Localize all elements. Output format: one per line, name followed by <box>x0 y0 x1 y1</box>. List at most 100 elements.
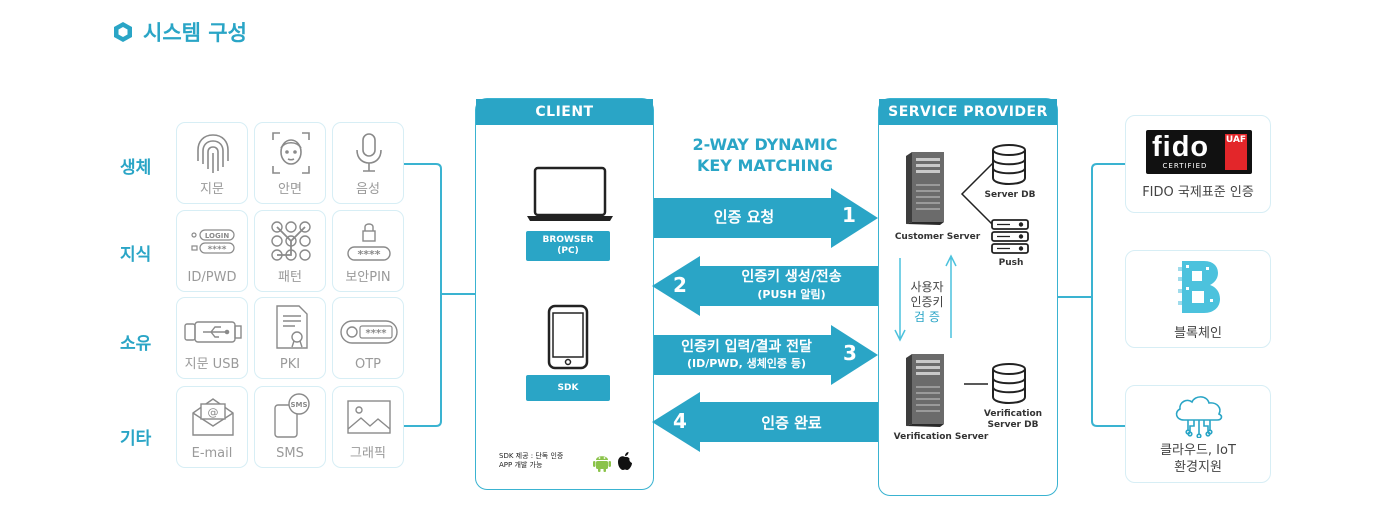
fido-box: fido CERTIFIED UAF FIDO 국제표준 인증 <box>1125 115 1271 213</box>
client-header: CLIENT <box>476 99 653 125</box>
category-other: 기타 <box>120 429 152 449</box>
customer-server-label: Customer Server <box>894 232 981 242</box>
auth-tile-voice: 음성 <box>332 122 404 204</box>
flow-2-sublabel: (PUSH 알림) <box>757 288 826 301</box>
apple-icon <box>618 452 632 470</box>
password-dots: **** <box>208 245 227 255</box>
tile-label: 지문 <box>200 182 224 197</box>
verification-db-connector <box>964 383 988 385</box>
flow-arrow-1 <box>654 188 878 248</box>
tile-label: 그래픽 <box>350 446 386 461</box>
fido-uaf-badge: UAF <box>1225 134 1247 170</box>
server-db-label: Server DB <box>984 190 1036 200</box>
browser-pc-badge: BROWSER (PC) <box>526 231 610 261</box>
flow-3-sublabel: (ID/PWD, 생체인증 등) <box>686 357 807 370</box>
matching-title-line-2: KEY MATCHING <box>696 156 834 175</box>
flow-3-number: 3 <box>843 341 857 365</box>
verify-text-line-3: 검 증 <box>914 310 940 324</box>
flow-4-label: 인증 완료 <box>761 414 822 432</box>
auth-tile-sms: SMS SMS <box>254 386 326 468</box>
tile-label: 안면 <box>278 182 302 197</box>
cloud-iot-box: 클라우드, IoT 환경지원 <box>1125 385 1271 483</box>
flow-4-number: 4 <box>673 409 687 433</box>
flow-arrow-4 <box>652 392 878 452</box>
blockchain-icon <box>1178 261 1220 313</box>
cloud-label-line-2: 환경지원 <box>1174 460 1222 475</box>
smartphone-icon <box>547 304 589 370</box>
sdk-note-line-2: APP 개발 가능 <box>499 461 543 469</box>
tile-label: 패턴 <box>278 270 302 285</box>
sms-bubble-text: SMS <box>290 401 307 409</box>
auth-tile-otp: **** OTP <box>332 297 404 379</box>
pin-dots: **** <box>357 248 380 261</box>
category-biometric: 생체 <box>120 158 152 178</box>
push-label: Push <box>998 258 1024 268</box>
category-knowledge: 지식 <box>120 245 152 265</box>
svg-text:@: @ <box>208 406 219 419</box>
browser-label: BROWSER <box>542 235 594 245</box>
blockchain-label: 블록체인 <box>1174 326 1222 341</box>
login-text: LOGIN <box>205 232 230 240</box>
microphone-icon <box>356 133 382 172</box>
auth-tile-id-pwd: LOGIN **** ID/PWD <box>176 210 248 292</box>
tile-label: OTP <box>354 357 381 372</box>
left-bracket-connector <box>404 163 479 427</box>
auth-tile-pin: **** 보안PIN <box>332 210 404 292</box>
tile-label: SMS <box>276 446 304 461</box>
flow-2-number: 2 <box>673 273 687 297</box>
flow-arrow-3 <box>654 325 878 385</box>
auth-tile-email: @ E-mail <box>176 386 248 468</box>
auth-tile-usb: 지문 USB <box>176 297 248 379</box>
fido-logo-text: fido <box>1152 131 1210 163</box>
matching-title-line-1: 2-WAY DYNAMIC <box>692 135 838 154</box>
flow-3-label: 인증키 입력/결과 전달 <box>681 339 812 355</box>
verification-db-line-1: Verification <box>983 409 1043 419</box>
hexagon-icon <box>114 22 132 42</box>
verify-up-arrow <box>945 254 957 338</box>
pattern-lock-icon <box>271 221 311 261</box>
tile-label: 보안PIN <box>345 270 391 285</box>
auth-tile-pattern: 패턴 <box>254 210 326 292</box>
sdk-label: SDK <box>557 382 579 393</box>
cloud-label-line-1: 클라우드, IoT <box>1160 443 1236 458</box>
fingerprint-icon <box>197 134 229 173</box>
fido-label: FIDO 국제표준 인증 <box>1142 185 1254 200</box>
server-db-connector <box>960 161 995 227</box>
database-icon <box>992 144 1026 185</box>
pin-lock-icon: **** <box>347 223 391 261</box>
login-password-icon: LOGIN **** <box>191 229 235 255</box>
flow-arrow-2 <box>652 256 878 316</box>
flow-1-number: 1 <box>842 203 856 227</box>
sdk-note: SDK 제공 : 단독 인증 APP 개발 가능 <box>499 452 563 470</box>
sdk-note-line-1: SDK 제공 : 단독 인증 <box>499 452 564 460</box>
auth-tile-pki: PKI <box>254 297 326 379</box>
verification-server-icon <box>906 354 944 427</box>
tile-label: ID/PWD <box>187 270 237 285</box>
tile-label: 음성 <box>356 182 380 197</box>
verify-text-line-1: 사용자 <box>910 280 944 294</box>
android-icon <box>593 456 611 472</box>
verify-down-arrow <box>894 258 906 342</box>
category-possession: 소유 <box>120 334 152 354</box>
verification-db-line-2: Server DB <box>987 420 1039 430</box>
verify-text: 사용자 인증키 검 증 <box>904 280 950 325</box>
page-title-text: 시스템 구성 <box>143 21 247 45</box>
tile-label: E-mail <box>191 446 233 461</box>
email-icon: @ <box>192 398 234 436</box>
push-server-icon <box>991 219 1029 254</box>
verify-text-line-2: 인증키 <box>910 295 944 309</box>
fido-certified-text: CERTIFIED <box>1162 162 1208 170</box>
service-provider-header: SERVICE PROVIDER <box>879 99 1057 125</box>
otp-dots: **** <box>366 328 388 339</box>
page-title: 시스템 구성 <box>113 18 247 46</box>
flow-2-label: 인증키 생성/전송 <box>741 269 842 285</box>
right-bracket-connector <box>1057 163 1127 427</box>
tile-label: 지문 USB <box>184 357 240 372</box>
verification-server-label: Verification Server <box>893 432 989 442</box>
face-icon <box>272 132 310 174</box>
auth-tile-graphic: 그래픽 <box>332 386 404 468</box>
sms-phone-icon: SMS <box>274 393 310 438</box>
customer-server-icon <box>906 152 944 225</box>
cloud-iot-icon <box>1175 396 1223 438</box>
verification-database-icon <box>992 363 1026 404</box>
